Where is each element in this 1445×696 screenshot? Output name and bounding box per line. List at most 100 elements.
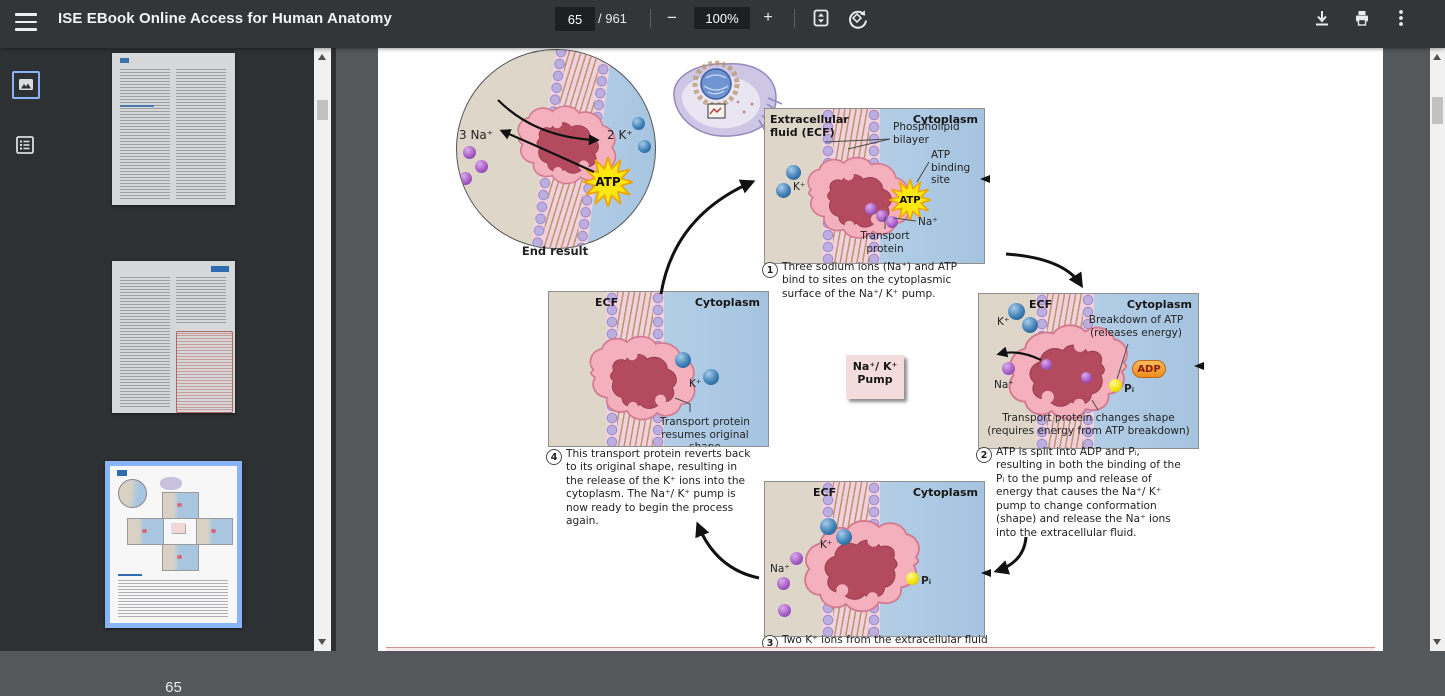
panel2-caption: Transport protein changes shape (require… <box>987 412 1190 437</box>
na-k-pump-box: Na⁺/ K⁺ Pump <box>846 355 904 399</box>
adp-badge: ADP <box>1132 360 1166 378</box>
thumb-mini-circle <box>118 479 147 508</box>
phospholipid-bilayer-label: Phospholipid bilayer <box>893 121 960 146</box>
pi-label: Pᵢ <box>921 575 931 587</box>
cell-illustration <box>673 60 783 137</box>
scroll-up-icon[interactable] <box>1433 54 1441 60</box>
thumbnail-view-icon[interactable] <box>12 71 40 99</box>
toolbar-divider <box>650 9 651 28</box>
step-3: 3 Two K⁺ ions from the extracellular flu… <box>762 634 1002 651</box>
zoom-in-button[interactable]: + <box>763 9 773 26</box>
figure-caption-edge <box>386 647 1375 651</box>
panel4-caption: Transport protein resumes original shape <box>660 416 750 446</box>
ecf-label: ECF <box>595 296 619 309</box>
thumb-header-accent <box>120 58 129 63</box>
menu-icon[interactable] <box>14 13 38 31</box>
arrow-panel4-to-panel1 <box>659 179 756 295</box>
panel-step4: ECF Cytoplasm K⁺ Transport protein resum… <box>548 291 769 447</box>
zoom-level-value[interactable]: 100% <box>694 7 750 29</box>
thumb-text-lines <box>176 277 226 325</box>
k-label: K⁺ <box>793 181 806 193</box>
potassium-ion <box>776 183 791 198</box>
potassium-ion <box>703 369 719 385</box>
potassium-ion <box>836 529 852 545</box>
zoom-out-button[interactable]: − <box>667 8 677 27</box>
breakdown-of-atp-label: Breakdown of ATP (releases energy) <box>1088 314 1184 339</box>
outline-view-icon[interactable] <box>14 134 36 156</box>
sodium-ion <box>463 146 476 159</box>
na-label: Na⁺ <box>994 379 1014 391</box>
potassium-ion <box>786 165 801 180</box>
print-button[interactable] <box>1348 6 1376 30</box>
picture-glyph <box>19 79 33 90</box>
thumb-mini-pump <box>171 523 185 533</box>
download-button[interactable] <box>1308 6 1336 30</box>
k-label: K⁺ <box>820 539 833 551</box>
thumb-header-accent <box>117 470 127 476</box>
atp-binding-site-label: ATP binding site <box>931 149 971 187</box>
arrow-panel2-to-panel3 <box>993 536 1028 575</box>
transport-protein-label: Transport protein <box>860 230 910 255</box>
sodium-ion <box>1081 372 1092 383</box>
thumbnail-page-63[interactable] <box>112 53 235 205</box>
thumb-text-lines <box>120 277 170 407</box>
ecf-label: ECF <box>1029 298 1053 311</box>
k-count-label: 2 K⁺ <box>607 128 633 142</box>
sodium-ion <box>790 552 803 565</box>
sodium-ion <box>886 216 898 228</box>
thumbnail-page-64[interactable] <box>112 261 235 413</box>
thumb-mini-panel <box>162 492 199 519</box>
k-label: K⁺ <box>689 378 702 390</box>
step-number: 1 <box>762 262 778 278</box>
thumb-blue-heading <box>120 105 154 107</box>
step-text: Two K⁺ ions from the extracellular fluid <box>782 634 988 646</box>
step-4: 4 This transport protein reverts back to… <box>546 448 751 529</box>
page-total-label: / 961 <box>598 11 627 26</box>
phosphate-ion <box>1109 379 1122 392</box>
rotate-icon <box>849 10 867 29</box>
sidebar-scrollbar[interactable] <box>314 48 331 651</box>
step-number: 4 <box>546 449 562 465</box>
panel-step1: Extracellular fluid (ECF) Cytoplasm K⁺ P… <box>764 108 985 264</box>
end-result-caption: End result <box>521 244 589 258</box>
page-number-input[interactable] <box>555 7 595 31</box>
step-text: ATP is split into ADP and Pᵢ, resulting … <box>996 446 1181 539</box>
sodium-ion <box>475 160 488 173</box>
scroll-down-icon[interactable] <box>1433 639 1441 645</box>
thumb-mini-cell <box>160 477 182 490</box>
sodium-ion <box>1002 362 1015 375</box>
atp-label: ATP <box>899 194 921 206</box>
pi-label: Pᵢ <box>1124 383 1134 395</box>
scroll-up-icon[interactable] <box>318 54 326 60</box>
step-1: 1 Three sodium ions (Na⁺) and ATP bind t… <box>762 261 967 301</box>
cytoplasm-label: Cytoplasm <box>912 486 978 499</box>
main-scrollbar-thumb[interactable] <box>1432 97 1443 124</box>
download-icon <box>1316 11 1328 26</box>
atp-starburst: ATP <box>583 157 633 207</box>
cytoplasm-label: Cytoplasm <box>694 296 760 309</box>
potassium-ion <box>632 117 645 130</box>
sidebar-scrollbar-thumb[interactable] <box>317 100 328 120</box>
thumb-text-lines <box>176 69 226 199</box>
kebab-dots <box>1399 10 1403 26</box>
sodium-ion <box>865 203 877 215</box>
fit-page-icon <box>813 9 829 27</box>
thumbnail-page-65-selected[interactable] <box>105 461 242 628</box>
panel-step3: ECF Cytoplasm K⁺ Na⁺ Pᵢ <box>764 481 985 637</box>
ecf-label: Extracellular fluid (ECF) <box>770 113 849 140</box>
thumb-mini-panel <box>127 518 164 545</box>
na-label: Na⁺ <box>918 216 938 228</box>
thumb-header-accent <box>211 266 229 272</box>
fit-page-button[interactable] <box>808 6 834 30</box>
potassium-ion <box>820 518 837 535</box>
toolbar: ISE EBook Online Access for Human Anatom… <box>0 0 1445 48</box>
main-scrollbar[interactable] <box>1430 48 1445 651</box>
kebab-menu-icon[interactable] <box>1390 6 1412 30</box>
pdf-page: 3 Na⁺ 2 K⁺ ATP End result Extracellular … <box>378 48 1383 651</box>
step-text: Three sodium ions (Na⁺) and ATP bind to … <box>782 261 958 300</box>
rotate-button[interactable] <box>844 6 870 30</box>
arrow-panel1-to-panel2 <box>1005 252 1084 289</box>
scroll-down-icon[interactable] <box>318 639 326 645</box>
na-count-label: 3 Na⁺ <box>459 128 494 142</box>
